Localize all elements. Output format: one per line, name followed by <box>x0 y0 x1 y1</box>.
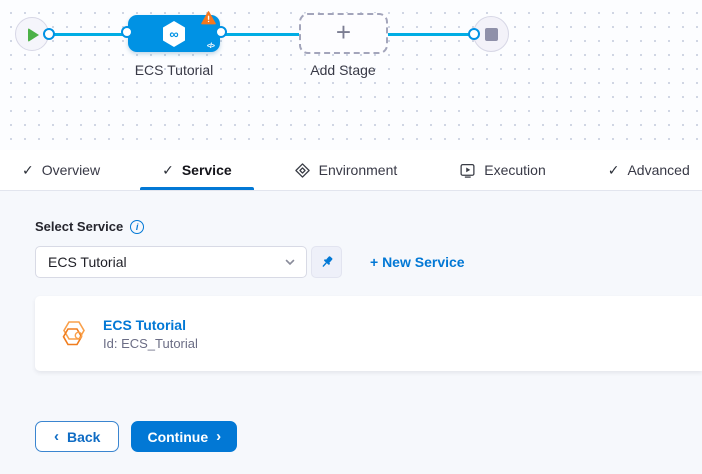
tab-label: Overview <box>41 162 101 178</box>
continue-button[interactable]: Continue › <box>131 421 238 452</box>
warning-icon <box>201 11 216 25</box>
new-service-link[interactable]: + New Service <box>370 254 465 270</box>
tab-advanced[interactable]: ✓ Advanced <box>586 150 702 190</box>
pipeline-start-node[interactable] <box>15 17 55 51</box>
check-icon: ✓ <box>162 161 174 178</box>
pipeline-connector-line <box>30 33 500 36</box>
add-stage-label: Add Stage <box>310 62 376 78</box>
tab-service[interactable]: ✓ Service <box>140 150 254 190</box>
environment-layers-icon <box>294 162 310 178</box>
tab-overview[interactable]: ✓ Overview <box>0 150 122 190</box>
connector-port-icon[interactable] <box>215 26 227 38</box>
service-hexagon-icon <box>62 320 85 345</box>
tab-label: Execution <box>484 162 546 178</box>
service-tab-panel: Select Service i ECS Tutorial + New Serv… <box>0 191 702 452</box>
back-button-label: Back <box>67 428 101 445</box>
service-select-value: ECS Tutorial <box>48 254 127 270</box>
stage-name-label: ECS Tutorial <box>134 62 214 78</box>
pipeline-canvas: ∞ </> ECS Tutorial + Add Stage <box>0 0 702 150</box>
chevron-down-icon <box>285 259 295 266</box>
execution-play-icon <box>460 163 475 178</box>
connector-port-icon[interactable] <box>43 28 55 40</box>
plus-icon: + <box>335 17 352 47</box>
check-icon: ✓ <box>22 161 34 178</box>
code-icon: </> <box>206 43 215 50</box>
chevron-left-icon: ‹ <box>54 428 59 445</box>
service-card-title[interactable]: ECS Tutorial <box>103 316 186 333</box>
continue-button-label: Continue <box>147 428 209 445</box>
svg-text:∞: ∞ <box>169 27 178 42</box>
stop-icon <box>485 28 498 41</box>
stage-tabbar: ✓ Overview ✓ Service Environment Executi… <box>0 150 702 191</box>
connector-port-icon[interactable] <box>121 26 133 38</box>
add-stage-button[interactable]: + <box>299 13 388 54</box>
tab-environment[interactable]: Environment <box>272 150 420 190</box>
pin-button[interactable] <box>311 246 342 278</box>
service-card[interactable]: ECS Tutorial Id: ECS_Tutorial <box>35 296 702 371</box>
tab-label: Environment <box>318 162 398 178</box>
back-button[interactable]: ‹ Back <box>35 421 120 452</box>
cd-stage-icon: ∞ <box>163 21 185 47</box>
info-icon[interactable]: i <box>130 219 145 234</box>
tab-label: Service <box>181 162 232 178</box>
check-icon: ✓ <box>607 161 620 178</box>
service-card-id: Id: ECS_Tutorial <box>103 335 198 351</box>
pin-icon <box>322 256 332 267</box>
select-service-label: Select Service <box>35 219 124 234</box>
play-icon <box>28 28 39 42</box>
tab-execution[interactable]: Execution <box>437 150 567 190</box>
wizard-footer: ‹ Back Continue › <box>35 421 702 452</box>
pipeline-end-node[interactable] <box>468 16 509 52</box>
tab-label: Advanced <box>627 162 690 178</box>
chevron-right-icon: › <box>216 428 222 445</box>
stage-node[interactable]: ∞ </> <box>121 11 227 52</box>
service-select[interactable]: ECS Tutorial <box>35 246 307 278</box>
connector-port-icon[interactable] <box>468 28 480 40</box>
